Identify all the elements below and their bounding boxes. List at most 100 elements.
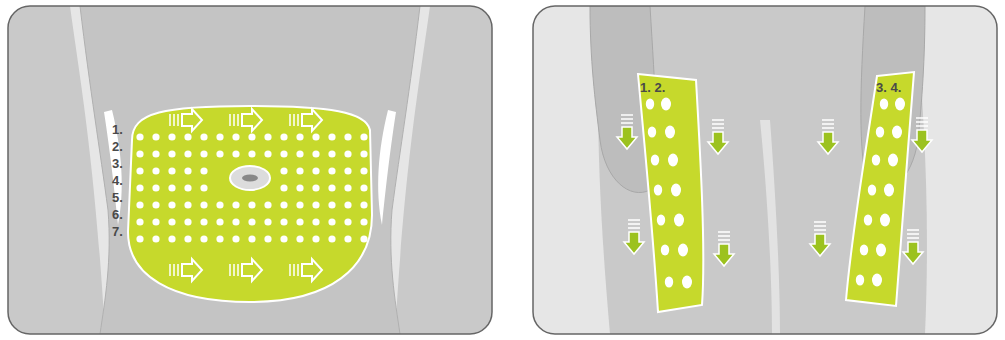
callout-number: 1. bbox=[112, 123, 123, 137]
injection-dot bbox=[296, 201, 303, 208]
injection-dot bbox=[216, 201, 223, 208]
injection-dot bbox=[328, 150, 335, 157]
injection-dot bbox=[168, 235, 175, 242]
injection-dot bbox=[184, 218, 191, 225]
injection-dot bbox=[668, 154, 678, 167]
injection-dot bbox=[895, 98, 905, 111]
callout-number: 3. bbox=[112, 157, 123, 171]
injection-dot bbox=[168, 184, 175, 191]
injection-dot bbox=[360, 133, 367, 140]
injection-dot bbox=[168, 167, 175, 174]
injection-dot bbox=[184, 235, 191, 242]
injection-dot bbox=[872, 155, 880, 166]
injection-dot bbox=[216, 150, 223, 157]
injection-dot bbox=[864, 215, 872, 226]
injection-dot bbox=[216, 133, 223, 140]
injection-dot bbox=[168, 201, 175, 208]
injection-dot bbox=[876, 244, 886, 257]
injection-dot bbox=[296, 133, 303, 140]
injection-dot bbox=[312, 201, 319, 208]
injection-dot bbox=[280, 235, 287, 242]
injection-dot bbox=[152, 133, 159, 140]
injection-dot bbox=[280, 201, 287, 208]
injection-dot bbox=[152, 167, 159, 174]
injection-dot bbox=[344, 150, 351, 157]
injection-dot bbox=[674, 214, 684, 227]
injection-dot bbox=[136, 150, 143, 157]
injection-dot bbox=[152, 184, 159, 191]
injection-dot bbox=[248, 133, 255, 140]
injection-dot bbox=[661, 98, 671, 111]
injection-dot bbox=[200, 150, 207, 157]
injection-dot bbox=[232, 201, 239, 208]
injection-dot bbox=[872, 274, 882, 287]
injection-dot bbox=[248, 201, 255, 208]
injection-dot bbox=[184, 167, 191, 174]
injection-dot bbox=[360, 150, 367, 157]
injection-dot bbox=[248, 218, 255, 225]
injection-dot bbox=[152, 201, 159, 208]
injection-dots bbox=[136, 133, 367, 242]
navel bbox=[230, 166, 270, 190]
injection-dot bbox=[888, 154, 898, 167]
injection-dot bbox=[200, 218, 207, 225]
injection-dot bbox=[876, 127, 884, 138]
injection-dot bbox=[312, 184, 319, 191]
injection-dot bbox=[312, 150, 319, 157]
injection-dot bbox=[264, 133, 271, 140]
injection-dot bbox=[280, 167, 287, 174]
injection-dot bbox=[344, 184, 351, 191]
injection-dot bbox=[328, 235, 335, 242]
injection-dot bbox=[360, 167, 367, 174]
injection-dot bbox=[200, 235, 207, 242]
injection-dot bbox=[360, 184, 367, 191]
injection-dot bbox=[200, 201, 207, 208]
injection-dot bbox=[661, 245, 669, 256]
injection-dot bbox=[296, 167, 303, 174]
callout-number: 3. 4. bbox=[876, 81, 901, 95]
injection-dot bbox=[280, 184, 287, 191]
injection-dot bbox=[184, 133, 191, 140]
injection-dot bbox=[168, 150, 175, 157]
injection-dot bbox=[296, 218, 303, 225]
injection-dot bbox=[232, 218, 239, 225]
injection-area bbox=[638, 74, 703, 312]
injection-dot bbox=[678, 244, 688, 257]
injection-dot bbox=[856, 275, 864, 286]
injection-dot bbox=[328, 201, 335, 208]
callout-number: 6. bbox=[112, 208, 123, 222]
injection-dot bbox=[232, 150, 239, 157]
injection-dot bbox=[168, 133, 175, 140]
injection-dot bbox=[136, 201, 143, 208]
injection-dot bbox=[136, 235, 143, 242]
injection-dot bbox=[296, 235, 303, 242]
injection-dot bbox=[328, 133, 335, 140]
injection-dot bbox=[200, 167, 207, 174]
injection-dot bbox=[152, 218, 159, 225]
injection-dot bbox=[654, 185, 662, 196]
injection-dot bbox=[328, 184, 335, 191]
injection-dot bbox=[328, 167, 335, 174]
injection-dot bbox=[136, 184, 143, 191]
injection-dot bbox=[152, 150, 159, 157]
injection-dot bbox=[248, 150, 255, 157]
injection-dot bbox=[360, 218, 367, 225]
injection-dot bbox=[264, 201, 271, 208]
injection-dot bbox=[328, 218, 335, 225]
injection-dot bbox=[184, 150, 191, 157]
injection-dot bbox=[216, 235, 223, 242]
injection-dot bbox=[860, 245, 868, 256]
injection-dot bbox=[280, 150, 287, 157]
injection-dot bbox=[136, 167, 143, 174]
injection-dot bbox=[168, 218, 175, 225]
injection-dot bbox=[184, 201, 191, 208]
injection-dot bbox=[344, 201, 351, 208]
injection-dot bbox=[280, 218, 287, 225]
injection-dot bbox=[665, 277, 673, 288]
callout-number: 2. bbox=[112, 140, 123, 154]
injection-dot bbox=[657, 215, 665, 226]
injection-area bbox=[128, 106, 372, 302]
injection-dot bbox=[312, 218, 319, 225]
